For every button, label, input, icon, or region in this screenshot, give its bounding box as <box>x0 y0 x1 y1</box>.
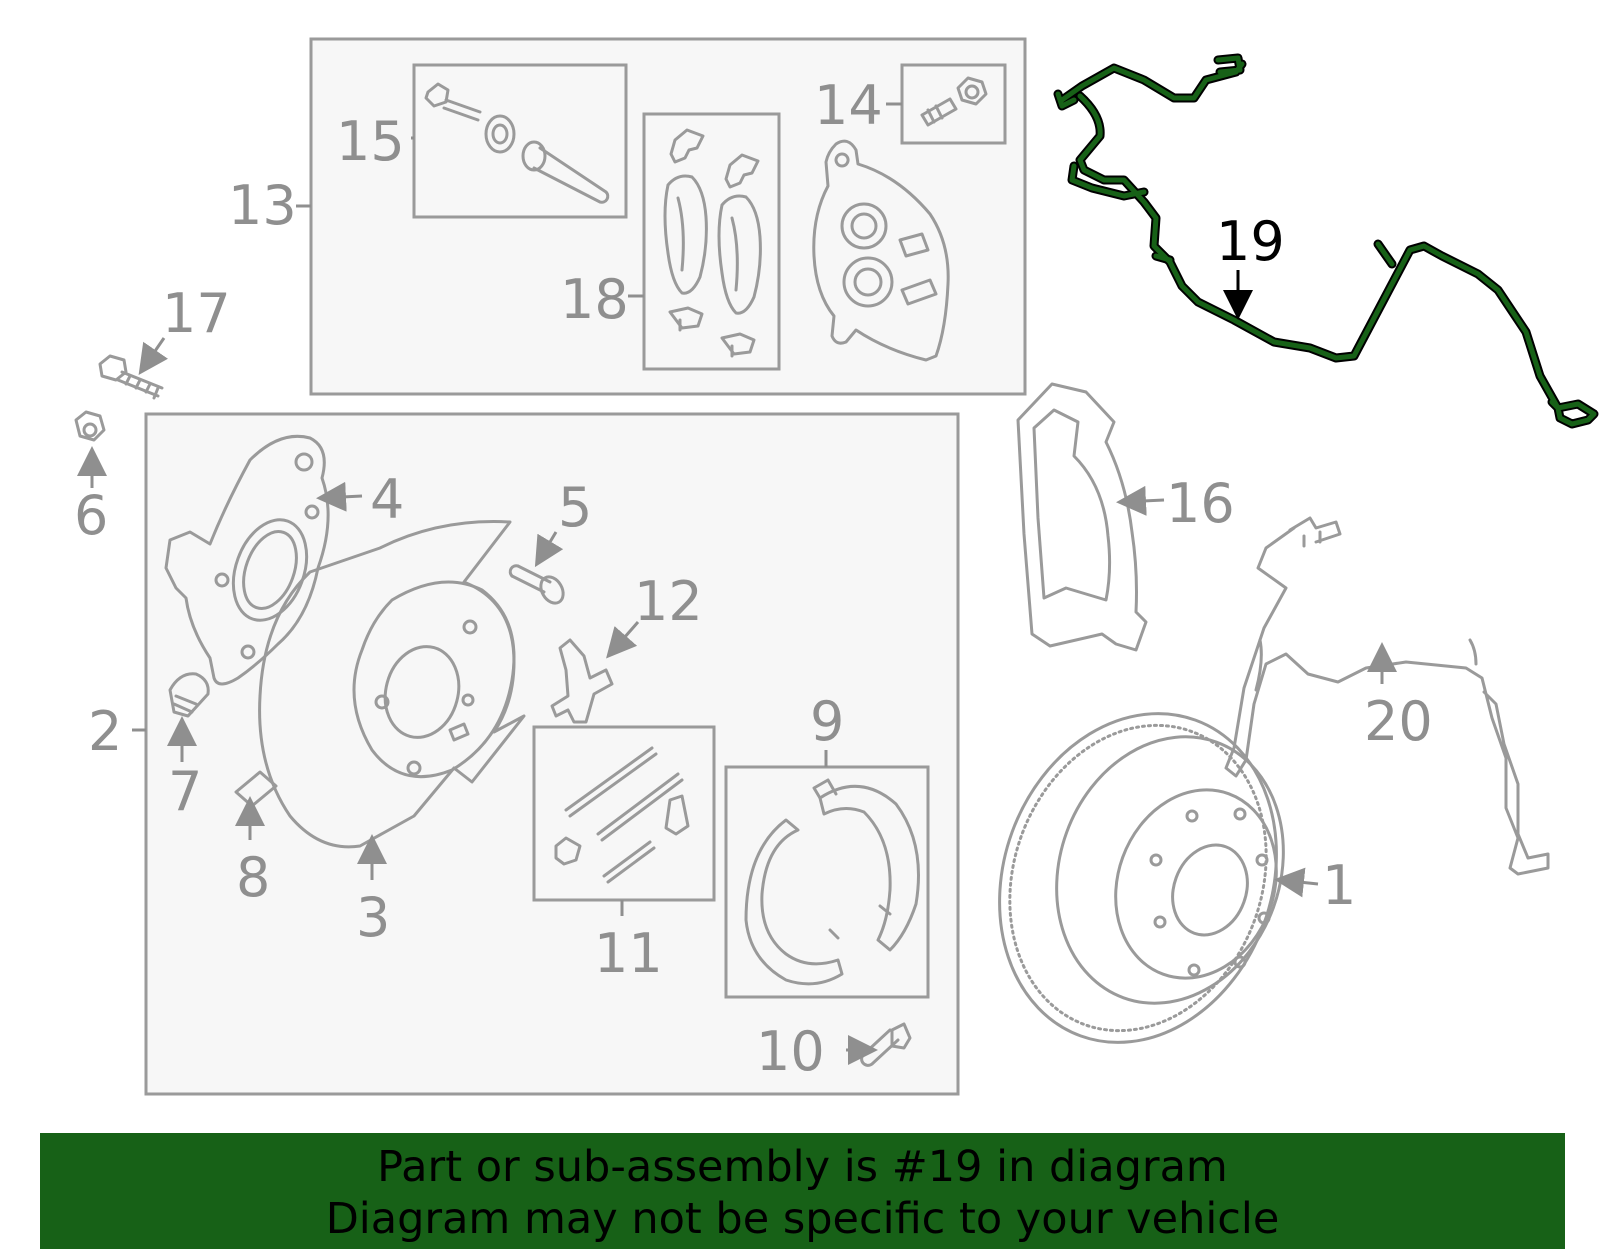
callout-14: 14 <box>814 74 883 137</box>
callout-5: 5 <box>558 476 592 539</box>
callout-8: 8 <box>236 846 270 909</box>
callout-2: 2 <box>88 700 122 763</box>
callout-15: 15 <box>336 110 405 173</box>
callout-3: 3 <box>356 886 390 949</box>
caliper-housing-part[interactable] <box>812 139 950 362</box>
callout-16: 16 <box>1166 472 1235 535</box>
brake-pad-set-part[interactable] <box>663 128 762 358</box>
dust-shield-part[interactable] <box>258 520 526 849</box>
anchor-pin-part[interactable] <box>508 564 567 607</box>
banner-line-1: Part or sub-assembly is #19 in diagram <box>377 1142 1228 1192</box>
callout-9: 9 <box>810 690 844 753</box>
callout-13: 13 <box>228 174 297 237</box>
callout-1: 1 <box>1322 854 1356 917</box>
banner-line-2: Diagram may not be specific to your vehi… <box>325 1194 1280 1244</box>
bolt-17-part[interactable] <box>98 354 164 400</box>
caliper-mounting-bracket-part[interactable] <box>1016 382 1148 652</box>
brake-hose-part-19[interactable] <box>1053 53 1599 429</box>
parking-brake-shoes-part[interactable] <box>744 778 920 986</box>
adjuster-lever-part[interactable] <box>550 638 614 724</box>
brake-rotor-part[interactable] <box>955 674 1322 1081</box>
callout-20: 20 <box>1364 690 1433 753</box>
callout-18: 18 <box>560 268 629 331</box>
callout-4: 4 <box>370 468 404 531</box>
callout-11: 11 <box>594 922 663 985</box>
highlight-banner: Part or sub-assembly is #19 in diagram D… <box>40 1133 1565 1249</box>
callout-7: 7 <box>168 760 202 823</box>
callout-12: 12 <box>634 570 703 633</box>
bleeder-bolt-part[interactable] <box>920 76 988 127</box>
clip-part[interactable] <box>168 672 210 718</box>
nut-part[interactable] <box>74 410 106 442</box>
guide-pin-kit-part[interactable] <box>424 82 610 204</box>
callout-17: 17 <box>162 282 231 345</box>
hardware-springs-part[interactable] <box>554 746 690 884</box>
callout-10: 10 <box>756 1020 825 1083</box>
callout-19: 19 <box>1216 210 1285 273</box>
leader-lines <box>77 102 1397 1065</box>
callout-6: 6 <box>74 484 108 547</box>
abs-sensor-wire-part[interactable] <box>1224 516 1550 876</box>
